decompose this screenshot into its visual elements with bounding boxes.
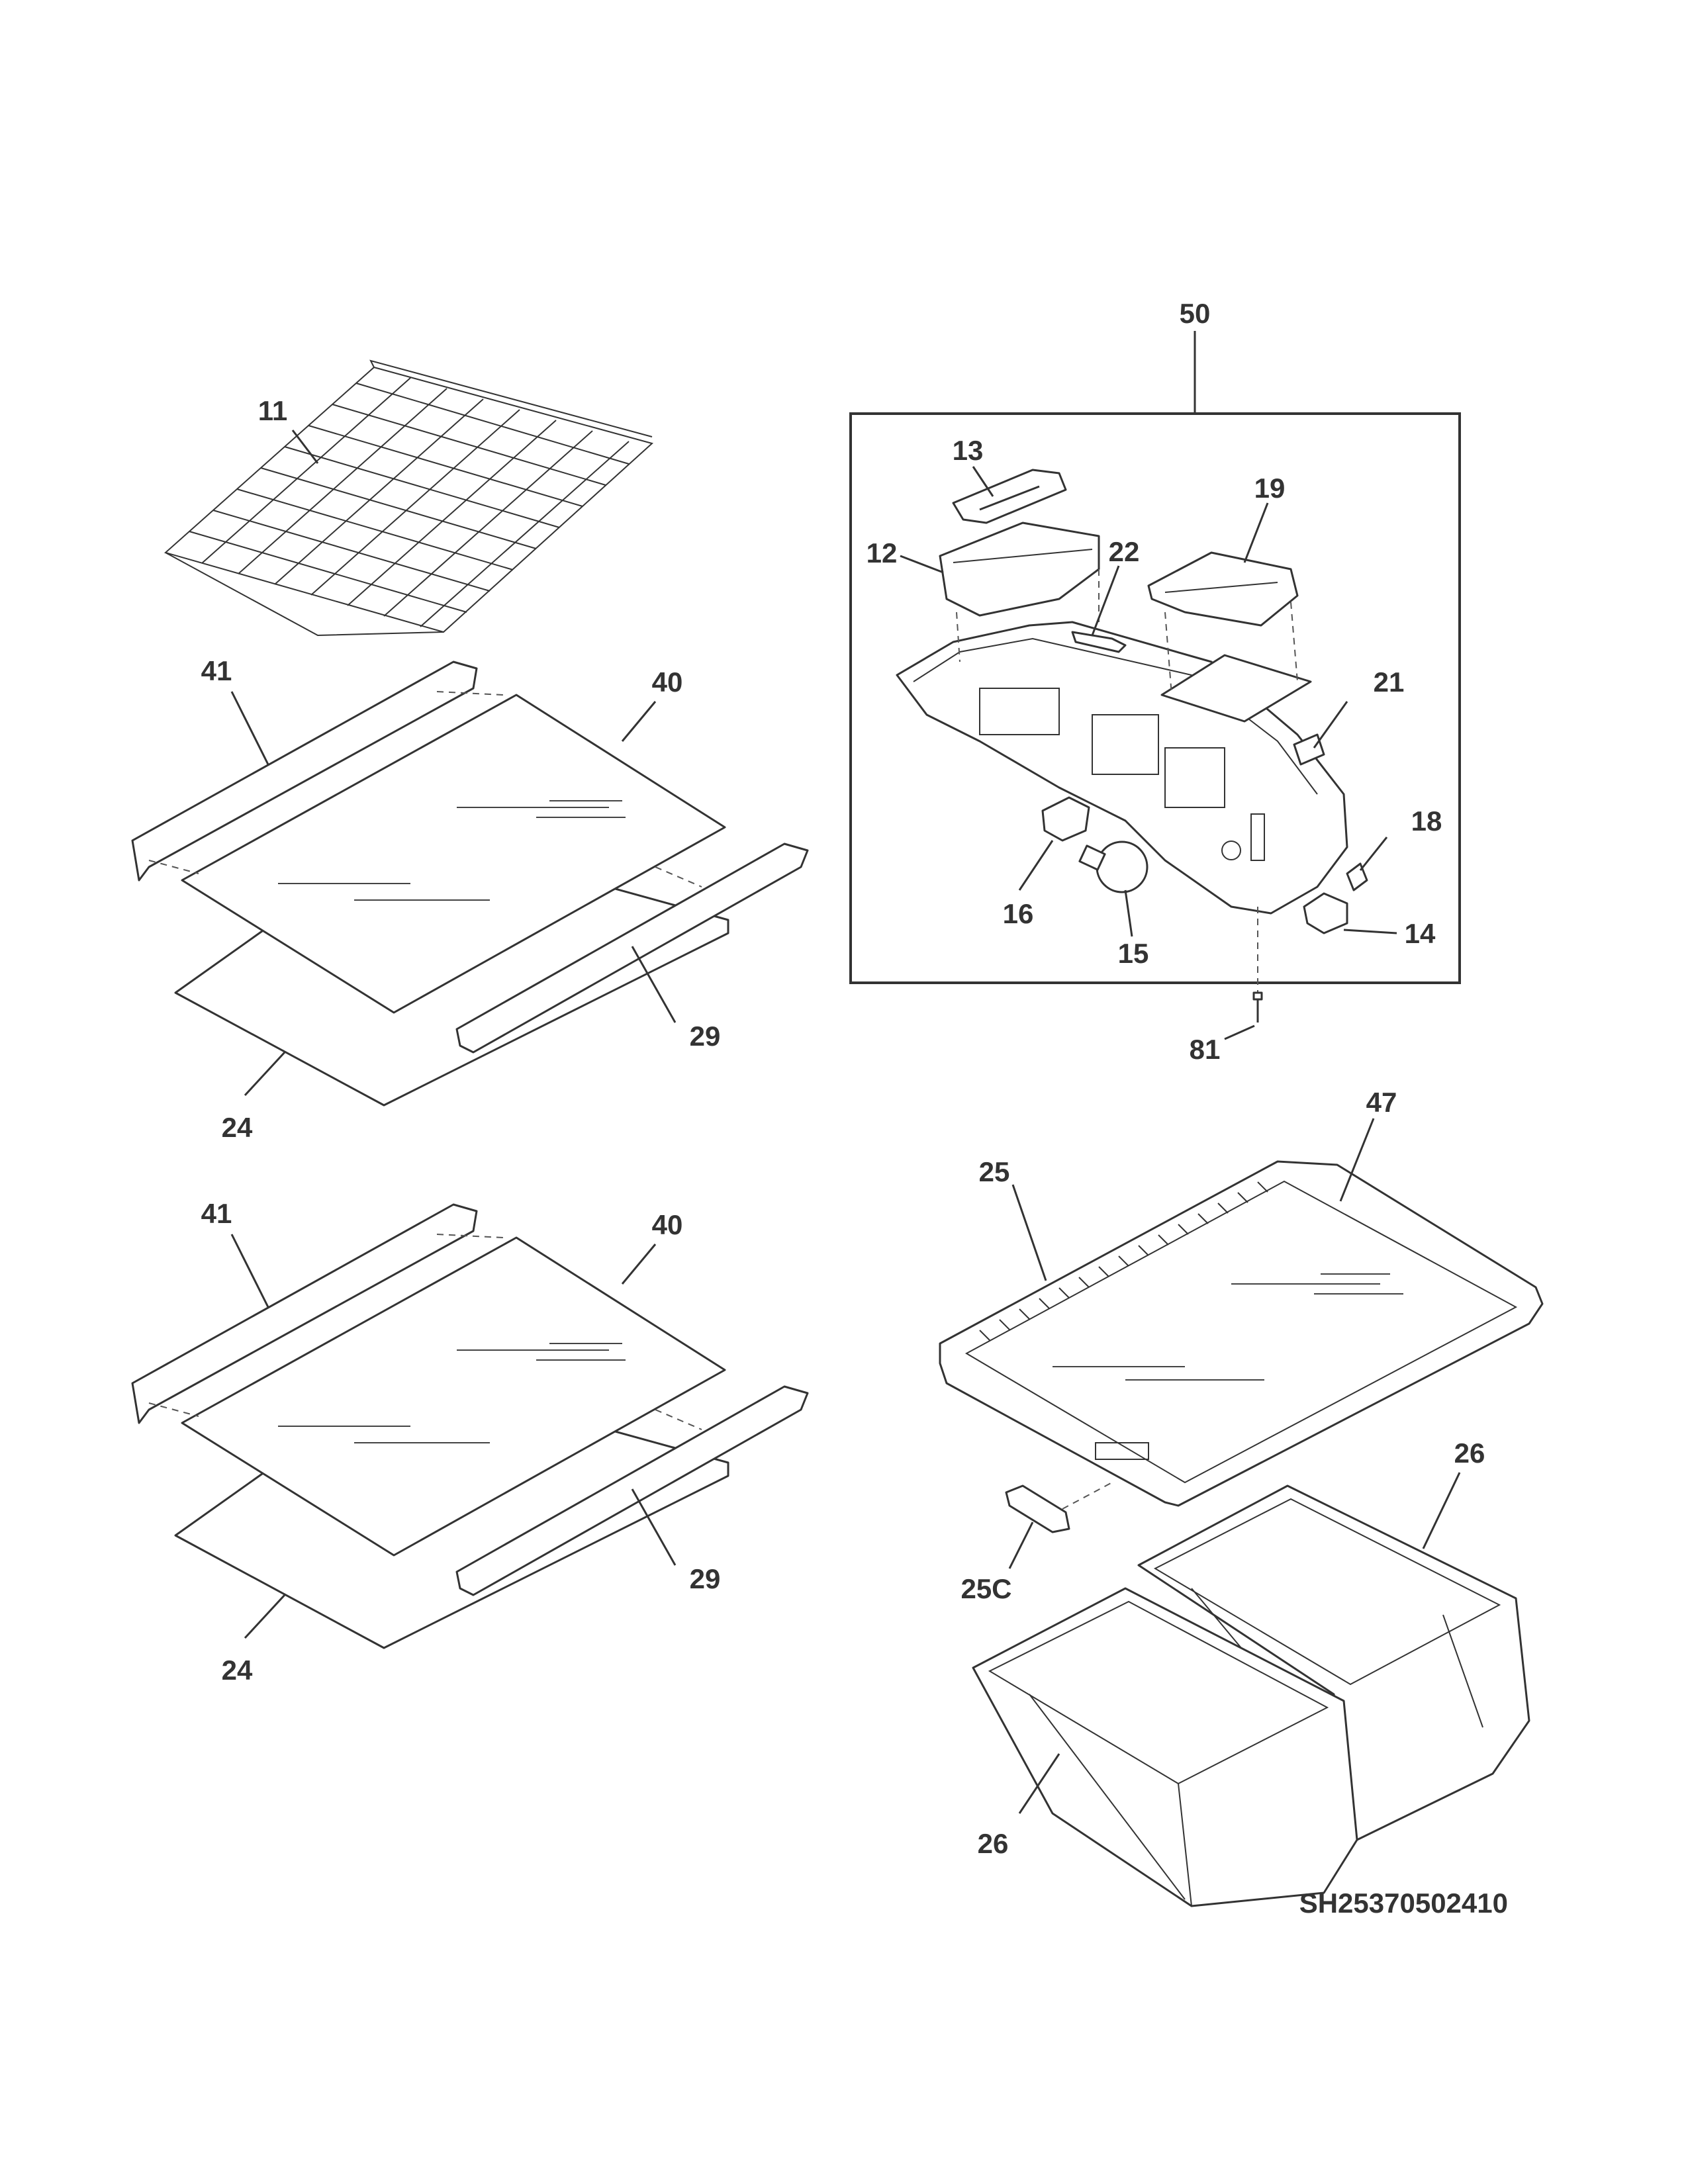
callout-21: 21 — [1374, 666, 1405, 698]
callout-14: 14 — [1405, 918, 1436, 949]
part-14 — [1303, 892, 1348, 934]
callout-29-upper: 29 — [690, 1021, 721, 1052]
callout-40-lower: 40 — [652, 1209, 683, 1240]
clip-part-25c — [1005, 1482, 1113, 1533]
shelf-trim-part-41-lower — [131, 1203, 478, 1424]
callout-24-upper: 24 — [222, 1112, 253, 1143]
wire-shelf-part-11 — [164, 359, 654, 637]
callout-11: 11 — [258, 395, 287, 426]
callout-22: 22 — [1109, 536, 1140, 567]
glass-shelf-assembly-lower — [131, 1203, 809, 1649]
document-id: SH25370502410 — [1299, 1888, 1508, 1919]
callout-40-upper: 40 — [652, 666, 683, 698]
callout-47: 47 — [1366, 1087, 1397, 1118]
callout-50: 50 — [1180, 298, 1211, 329]
bulb-part-15 — [1096, 841, 1149, 893]
screw-part-81 — [1252, 991, 1263, 1023]
sensor-part-22 — [1071, 631, 1127, 653]
callout-19: 19 — [1254, 473, 1286, 504]
callout-29-lower: 29 — [690, 1563, 721, 1594]
crisper-cover-glass-part-47 — [964, 1180, 1518, 1484]
crisper-drawer-part-26-left — [972, 1587, 1358, 1907]
glass-panel-part-40-lower — [181, 1236, 726, 1557]
callout-26-right: 26 — [1454, 1437, 1485, 1469]
cover-vents — [979, 1181, 1268, 1341]
glass-panel-part-40-upper — [181, 694, 726, 1014]
socket-part-16 — [1041, 796, 1090, 842]
crisper-cover-frame-part-25 — [939, 1160, 1544, 1507]
assembly-box-part-50 — [849, 412, 1461, 984]
cover-part-12 — [939, 522, 1100, 617]
crisper-cover-assembly — [939, 1160, 1544, 1507]
callout-13: 13 — [953, 435, 984, 466]
callout-24-lower: 24 — [222, 1655, 253, 1686]
circuit-board — [1160, 654, 1312, 723]
control-module-part-19 — [1147, 551, 1299, 627]
part-21 — [1293, 733, 1325, 766]
control-housing-assembly — [896, 469, 1368, 996]
callout-25: 25 — [979, 1156, 1010, 1187]
callout-18: 18 — [1411, 805, 1442, 837]
callout-12: 12 — [867, 537, 898, 569]
callout-15: 15 — [1118, 938, 1149, 969]
callout-81: 81 — [1190, 1034, 1221, 1065]
knob-part-18 — [1346, 862, 1368, 891]
handle-part-13 — [952, 469, 1067, 524]
callout-26-left: 26 — [978, 1828, 1009, 1859]
callout-16: 16 — [1003, 898, 1034, 929]
callout-25c: 25C — [961, 1573, 1011, 1604]
shelf-trim-part-41-upper — [131, 660, 478, 882]
callout-41-upper: 41 — [201, 655, 232, 686]
callout-41-lower: 41 — [201, 1198, 232, 1229]
